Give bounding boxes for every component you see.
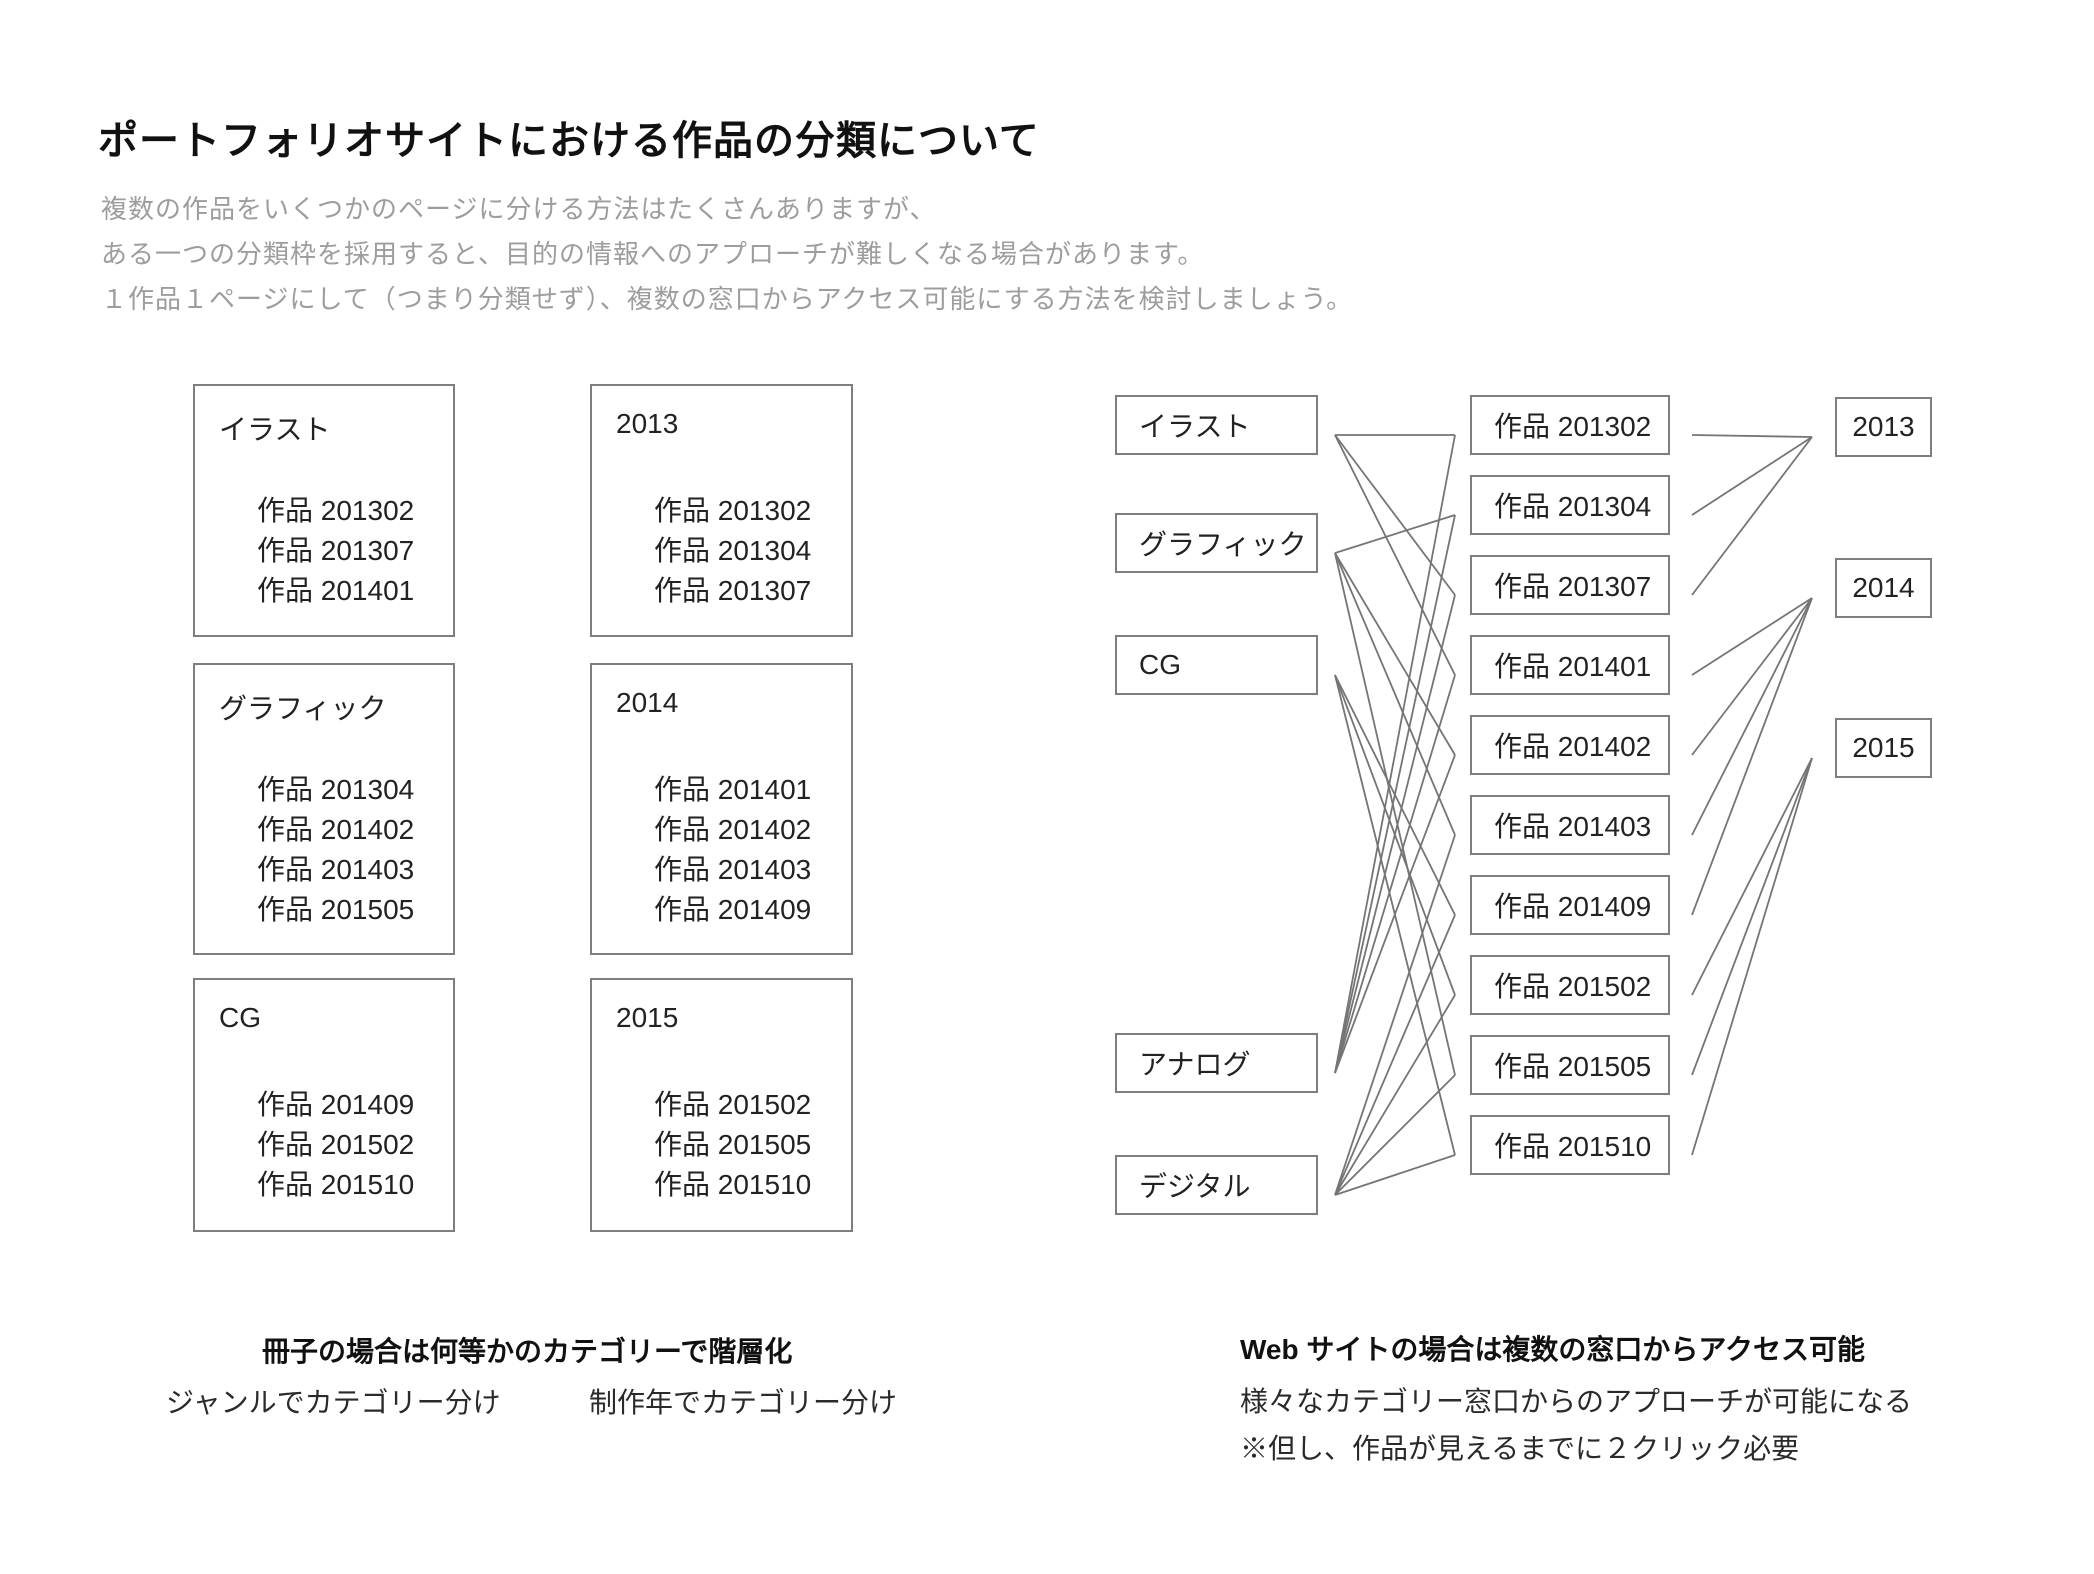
work-node-201307: 作品 201307 [1470,555,1670,615]
booklet-caption-genre: ジャンルでカテゴリー分け [166,1387,501,1418]
link-201402-2014 [1691,597,1813,756]
work-list-item: 作品 201402 [654,814,812,845]
genre-box-イラスト: イラスト作品 201302 作品 201307 作品 201401 [193,384,455,637]
genre-box-title: グラフィック [219,693,387,724]
year-box-2013: 2013 作品 201302 作品 201304 作品 201307 [590,384,853,637]
work-node-201402: 作品 201402 [1470,715,1670,775]
link-201401-2014 [1691,597,1813,676]
booklet-caption-bold: 冊子の場合は何等かのカテゴリーで階層化 [262,1336,793,1367]
link-アナログ-201307 [1334,594,1456,1074]
genre-box-グラフィック: グラフィック作品 201304 作品 201402 作品 201403 作品 2015… [193,663,455,955]
genre-box-CG: CG 作品 201409 作品 201502 作品 201510 [193,978,455,1232]
work-list-item: 作品 201307 [257,535,415,566]
work-list-item: 作品 201302 [257,495,415,526]
work-list-item: 作品 201409 [257,1089,415,1120]
work-list-item: 作品 201304 [654,535,812,566]
year-box-2015: 2015 作品 201502 作品 201505 作品 201510 [590,978,853,1232]
work-list-item: 作品 201502 [257,1129,415,1160]
work-node-201401: 作品 201401 [1470,635,1670,695]
year-box-title: 2013 [616,408,679,439]
work-list-item: 作品 201502 [654,1089,812,1120]
work-node-201403: 作品 201403 [1470,795,1670,855]
work-list-item: 作品 201302 [654,495,812,526]
work-list-item: 作品 201409 [654,894,812,925]
link-201409-2014 [1691,597,1813,916]
link-201403-2014 [1691,597,1813,836]
work-list-item: 作品 201505 [654,1129,812,1160]
year-box-title: 2015 [616,1002,679,1033]
category-node-デジタル: デジタル [1115,1155,1318,1215]
work-list-item: 作品 201505 [257,894,415,925]
link-イラスト-201307 [1334,434,1456,596]
category-node-アナログ: アナログ [1115,1033,1318,1093]
link-201505-2015 [1691,757,1813,1076]
link-デジタル-201502 [1334,994,1456,1196]
year-box-items: 作品 201401 作品 201402 作品 201403 作品 201409 [654,770,811,930]
genre-box-items: 作品 201302 作品 201307 作品 201401 [257,491,414,611]
link-グラフィック-201402 [1334,552,1456,756]
link-イラスト-201401 [1334,434,1456,676]
category-node-イラスト: イラスト [1115,395,1318,455]
work-list-item: 作品 201403 [257,854,415,885]
link-CG-201409 [1334,674,1456,916]
link-グラフィック-201304 [1334,514,1456,554]
year-box-items: 作品 201502 作品 201505 作品 201510 [654,1085,811,1205]
work-node-201510: 作品 201510 [1470,1115,1670,1175]
year-box-title: 2014 [616,687,679,718]
category-node-グラフィック: グラフィック [1115,513,1318,573]
work-node-201304: 作品 201304 [1470,475,1670,535]
work-list-item: 作品 201401 [654,774,812,805]
work-list-item: 作品 201307 [654,575,812,606]
link-201510-2015 [1691,757,1813,1156]
link-201304-2013 [1691,436,1813,516]
genre-box-title: イラスト [219,414,331,445]
intro-line-3: １作品１ページにして（つまり分類せず）、複数の窓口からアクセス可能にする方法を検… [101,284,1354,314]
genre-box-items: 作品 201409 作品 201502 作品 201510 [257,1085,414,1205]
link-アナログ-201302 [1334,434,1456,1074]
genre-box-title: CG [219,1002,261,1033]
link-CG-201510 [1334,674,1456,1156]
year-box-items: 作品 201302 作品 201304 作品 201307 [654,491,811,611]
work-list-item: 作品 201402 [257,814,415,845]
web-caption-bold: Web サイトの場合は複数の窓口からアクセス可能 [1240,1334,1865,1365]
link-アナログ-201401 [1334,674,1456,1074]
page-title: ポートフォリオサイトにおける作品の分類について [98,119,1040,163]
category-node-CG: CG [1115,635,1318,695]
link-デジタル-201510 [1334,1154,1456,1196]
link-デジタル-201403 [1334,834,1456,1196]
web-caption-line2: ※但し、作品が見えるまでに２クリック必要 [1240,1433,1800,1464]
booklet-caption-year: 制作年でカテゴリー分け [589,1387,898,1418]
intro-line-2: ある一つの分類枠を採用すると、目的の情報へのアプローチが難しくなる場合があります… [101,239,1205,269]
genre-box-items: 作品 201304 作品 201402 作品 201403 作品 201505 [257,770,414,930]
link-201307-2013 [1691,436,1813,596]
work-list-item: 作品 201403 [654,854,812,885]
link-アナログ-201304 [1334,514,1456,1074]
link-デジタル-201409 [1334,914,1456,1196]
work-list-item: 作品 201510 [654,1169,812,1200]
link-201502-2015 [1691,757,1813,996]
work-list-item: 作品 201401 [257,575,415,606]
web-caption-line1: 様々なカテゴリー窓口からのアプローチが可能になる [1240,1386,1913,1417]
work-list-item: 作品 201304 [257,774,415,805]
work-node-201302: 作品 201302 [1470,395,1670,455]
work-node-201409: 作品 201409 [1470,875,1670,935]
work-list-item: 作品 201510 [257,1169,415,1200]
work-node-201502: 作品 201502 [1470,955,1670,1015]
year-node-2013: 2013 [1835,397,1932,457]
link-アナログ-201402 [1334,754,1456,1074]
link-デジタル-201505 [1334,1074,1456,1196]
year-box-2014: 2014 作品 201401 作品 201402 作品 201403 作品 201409 [590,663,853,955]
link-グラフィック-201403 [1334,552,1456,836]
link-201302-2013 [1691,434,1813,438]
link-グラフィック-201505 [1334,552,1456,1076]
link-CG-201502 [1334,674,1456,996]
work-node-201505: 作品 201505 [1470,1035,1670,1095]
year-node-2015: 2015 [1835,718,1932,778]
year-node-2014: 2014 [1835,558,1932,618]
intro-line-1: 複数の作品をいくつかのページに分ける方法はたくさんありますが、 [101,194,937,224]
